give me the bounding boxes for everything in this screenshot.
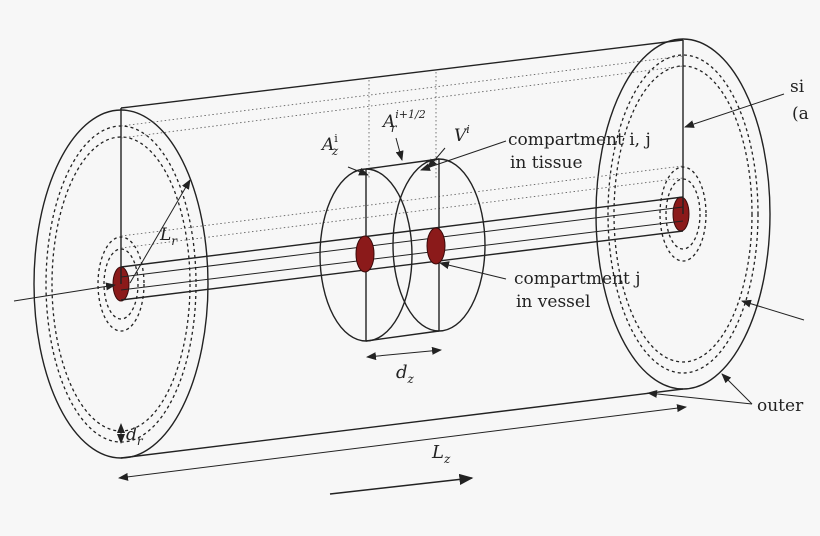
label-V: Vi bbox=[454, 123, 470, 146]
labels: compartment i, j in tissue compartment j… bbox=[126, 77, 809, 466]
label-topright-2: (a bbox=[792, 104, 809, 124]
right-end-cap bbox=[595, 38, 771, 390]
compartment-vessel-left bbox=[355, 235, 375, 273]
flow-direction-arrow bbox=[329, 473, 474, 495]
arrows bbox=[13, 93, 805, 495]
compartment-vessel-right bbox=[426, 227, 446, 265]
cylinder-body bbox=[120, 39, 684, 459]
label-outer: outer bbox=[757, 396, 804, 416]
label-Lr: Lr bbox=[159, 225, 178, 248]
label-vessel-2: in vessel bbox=[516, 292, 590, 312]
middle-compartments bbox=[319, 158, 486, 342]
label-Lz: Lz bbox=[431, 442, 451, 466]
label-vessel-1: compartment j bbox=[514, 269, 641, 289]
right-vessel-section bbox=[672, 196, 690, 232]
label-tissue-1: compartment i, j bbox=[508, 130, 651, 150]
label-tissue-2: in tissue bbox=[510, 153, 583, 173]
label-dr: dr bbox=[126, 425, 144, 448]
label-dz: dz bbox=[396, 362, 415, 386]
label-topright-1: si bbox=[790, 77, 805, 97]
